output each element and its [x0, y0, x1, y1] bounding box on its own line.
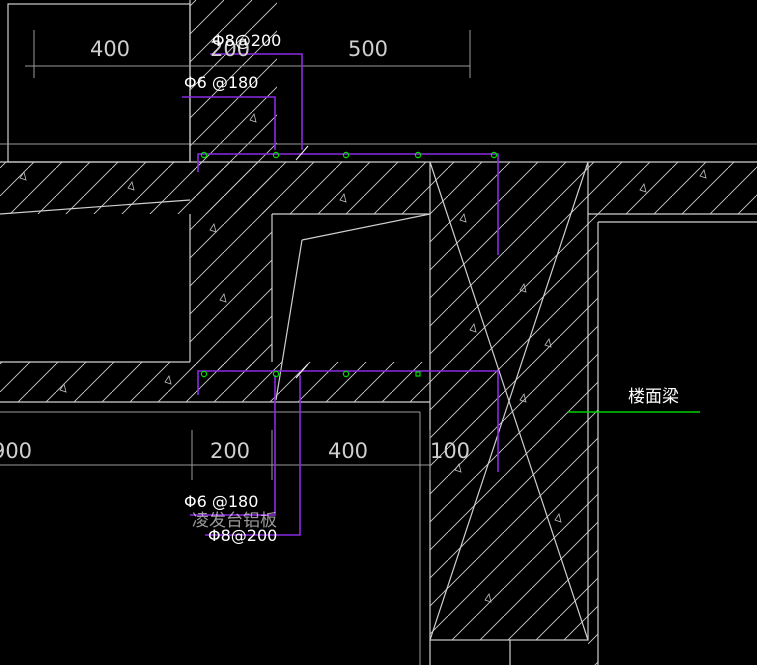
dimension-lines [0, 30, 471, 480]
middle-left-void [0, 214, 190, 362]
dim-bottom-mid: 200 [210, 439, 250, 463]
bottom-left-void [0, 402, 430, 665]
label-top-dist: Φ6 @180 [184, 73, 258, 92]
label-top-main: Φ8@200 [212, 31, 281, 50]
dim-bottom-right: 400 [328, 439, 368, 463]
top-void [277, 0, 757, 144]
inner-void [272, 214, 430, 362]
dim-top-left: 400 [90, 37, 130, 61]
wall-hatch [190, 0, 272, 370]
beam-cross-2 [429, 161, 589, 641]
top-main-leader [210, 53, 303, 150]
top-dist-leader [182, 96, 276, 150]
right-strip-hatch [588, 214, 598, 665]
aggregate-marks [19, 113, 707, 603]
beam-outline [429, 161, 589, 641]
dim-top-right: 500 [348, 37, 388, 61]
right-room-void [598, 222, 757, 665]
bottom-note: 凌发台铝板 [192, 511, 277, 531]
dim-top-mid: 200 [210, 37, 250, 61]
lower-slab-hatch [0, 362, 430, 402]
bar-dots [200, 151, 498, 378]
label-bottom-main: Φ8@200 [208, 526, 277, 545]
top-wall-hatch [272, 0, 277, 162]
dim-bottom-left: 900 [0, 439, 32, 463]
bottom-main-leader [205, 375, 301, 536]
bottom-dist-leader [190, 375, 276, 516]
bottom-rebar [197, 370, 499, 472]
rebar-lines [182, 53, 499, 536]
label-bottom-dist: Φ6 @180 [184, 492, 258, 511]
right-slab-hatch [588, 162, 757, 214]
beam-callout: 楼面梁 [628, 387, 679, 407]
upper-left-void [0, 0, 190, 162]
dim-beam-width: 100 [430, 439, 470, 463]
